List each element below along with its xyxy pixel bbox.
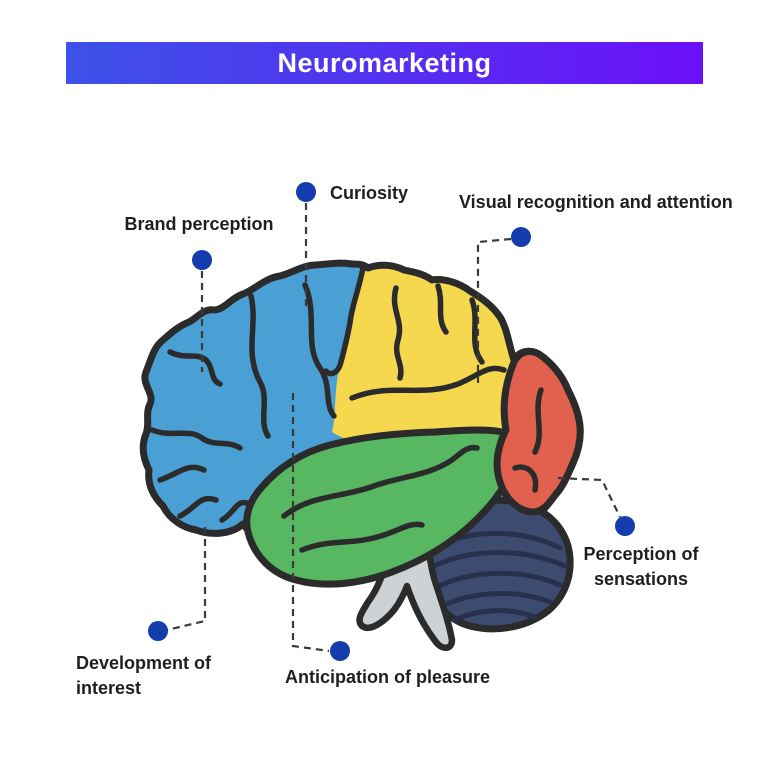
connector-anticipation-of-pleasure — [291, 393, 330, 653]
ridge — [439, 590, 553, 609]
label-brand-perception: Brand perception — [124, 214, 274, 234]
connectors — [166, 203, 621, 653]
marker-anticipation-of-pleasure — [330, 641, 350, 661]
label-line: Development of — [76, 653, 212, 673]
label-anticipation-of-pleasure: Anticipation of pleasure — [285, 667, 491, 687]
markers — [148, 182, 635, 661]
page-title: Neuromarketing — [277, 47, 492, 78]
sulcus — [157, 464, 207, 483]
label-perception-of-sensations: Perception of sensations — [569, 542, 713, 592]
connector-perception-of-sensations — [557, 476, 621, 518]
connector-development-of-interest — [166, 527, 207, 632]
ridge — [432, 570, 563, 591]
frontal-parietal-boundary — [323, 265, 366, 377]
label-line: sensations — [593, 569, 689, 589]
label-visual-recognition: Visual recognition and attention — [459, 192, 733, 212]
occipital-sulci — [512, 387, 544, 493]
sulcus — [532, 387, 544, 455]
label-line: Perception of — [583, 544, 699, 564]
marker-curiosity — [296, 182, 316, 202]
marker-brand-perception — [192, 250, 212, 270]
label-line: interest — [76, 678, 142, 698]
sulcus — [219, 499, 253, 523]
ridge — [451, 608, 537, 623]
parietal-lobe — [332, 265, 514, 445]
label-curiosity: Curiosity — [330, 183, 409, 203]
sulcus — [302, 282, 337, 419]
ridge — [431, 550, 568, 569]
marker-perception-of-sensations — [615, 516, 635, 536]
brain — [139, 259, 584, 651]
sulcus — [281, 444, 480, 519]
temporal-sulci — [281, 444, 480, 553]
sulcus — [149, 427, 243, 451]
sulcus — [512, 464, 539, 493]
sulcus — [248, 293, 271, 439]
sulcus — [167, 349, 223, 387]
sulcus — [299, 521, 425, 553]
marker-development-of-interest — [148, 621, 168, 641]
marker-visual-recognition — [511, 227, 531, 247]
sulcus — [435, 283, 449, 335]
sulcus — [391, 285, 404, 381]
frontal-sulci — [149, 265, 366, 523]
sulcus — [349, 365, 507, 401]
title-banner: Neuromarketing — [66, 42, 703, 84]
sulcus — [177, 495, 219, 519]
label-development-of-interest: Development of interest — [76, 651, 211, 701]
